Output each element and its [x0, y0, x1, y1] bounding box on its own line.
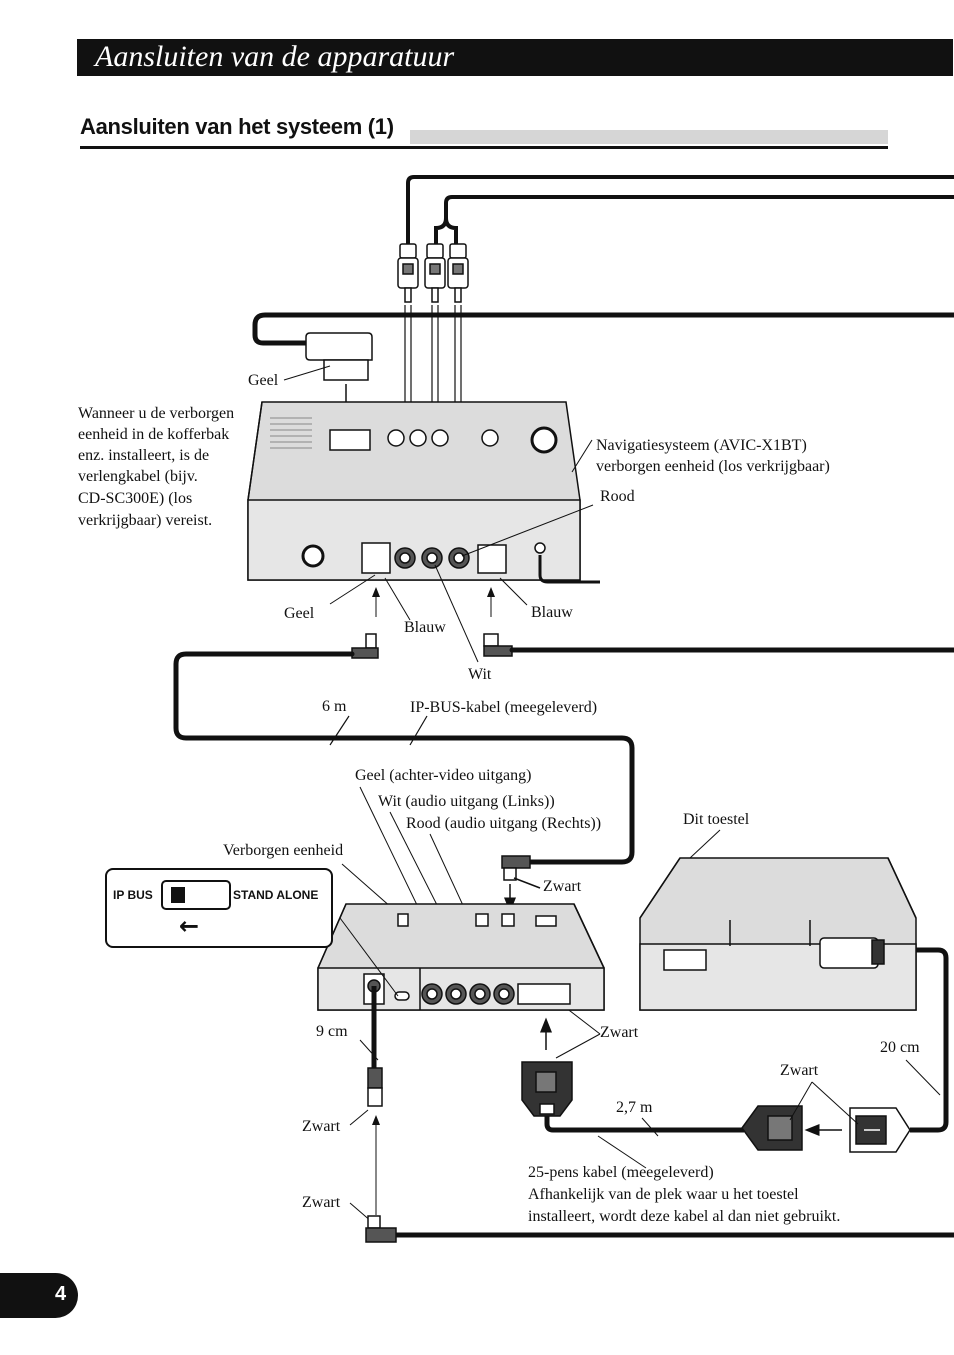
- nav-front-jacks: [301, 542, 546, 574]
- nav-top-jacks: [387, 426, 558, 454]
- left-arrow-icon: ←: [179, 912, 200, 940]
- label-zwart-mid: Zwart: [600, 1024, 639, 1041]
- main-unit: [639, 857, 917, 1011]
- rca-plug-right: [447, 243, 469, 303]
- twenty-cm-cable: [880, 947, 949, 1133]
- extension-note-line: verkrijgbaar) vereist.: [78, 512, 213, 529]
- label-zwart-right: Zwart: [780, 1062, 819, 1079]
- plug-9cm-end: [367, 1067, 383, 1107]
- label-twenty-cm: 20 cm: [880, 1039, 920, 1056]
- cable-tick-marks: [329, 715, 428, 746]
- label-nav-system-line2: verborgen eenheid (los verkrijgbaar): [596, 458, 830, 475]
- label-rood-audio-right: Rood (audio uitgang (Rechts)): [406, 815, 602, 832]
- switch-callout: IP BUS STAND ALONE ←: [105, 868, 333, 948]
- label-zwart-bottom: Zwart: [302, 1194, 341, 1211]
- rca-plug-middle: [424, 243, 446, 303]
- rca-plug-left: [397, 243, 419, 303]
- switch-knob: [171, 887, 185, 903]
- ip-bus-standalone-switch[interactable]: [161, 880, 231, 910]
- hidden-unit-rca-jacks: [421, 983, 515, 1005]
- label-nine-cm: 9 cm: [316, 1023, 348, 1040]
- label-blauw-left: Blauw: [404, 619, 446, 636]
- ip-bus-plug-left: [351, 633, 379, 659]
- page-number: 4: [55, 1283, 67, 1305]
- twenty-five-pin-plug-right: [849, 1107, 911, 1153]
- extension-note-line: CD-SC300E) (los: [78, 490, 193, 507]
- ip-bus-plug-right: [483, 633, 513, 657]
- label-six-m: 6 m: [322, 698, 347, 715]
- label-two-seven-m: 2,7 m: [616, 1099, 653, 1116]
- ip-bus-cable: [173, 647, 954, 865]
- twenty-five-pin-plug-mid: [741, 1105, 842, 1151]
- hidden-unit: [317, 903, 605, 1011]
- label-geel-left: Geel: [284, 605, 315, 622]
- label-geel-video-out: Geel (achter-video uitgang): [355, 767, 532, 784]
- ip-bus-plug-bottom: [501, 855, 541, 913]
- top-cables: [252, 175, 954, 346]
- section-title-band: [410, 130, 888, 144]
- page-number-badge: [0, 1273, 78, 1318]
- extension-note-line: Wanneer u de verborgen: [78, 405, 235, 422]
- label-zwart-left: Zwart: [302, 1118, 341, 1135]
- label-verborgen-eenheid: Verborgen eenheid: [223, 842, 344, 859]
- label-wit: Wit: [468, 666, 492, 683]
- label-wit-audio-left: Wit (audio uitgang (Links)): [378, 793, 555, 810]
- switch-label-ip-bus: IP BUS: [113, 888, 153, 902]
- pin-cable-note-line: Afhankelijk van de plek waar u het toest…: [528, 1186, 799, 1203]
- page-header-title: Aansluiten van de apparatuur: [95, 40, 455, 73]
- nav-pointer-lines: [283, 365, 594, 663]
- label-nav-system-line1: Navigatiesysteem (AVIC-X1BT): [596, 437, 807, 454]
- label-dit-toestel: Dit toestel: [683, 811, 750, 828]
- extension-note-line: eenheid in de kofferbak: [78, 426, 230, 443]
- bottom-plug: [365, 1215, 397, 1243]
- pin-cable-note-line: installeert, wordt deze kabel al dan nie…: [528, 1208, 841, 1225]
- label-blauw-right: Blauw: [531, 604, 573, 621]
- header-bar: [77, 39, 953, 76]
- label-ip-bus-cable: IP-BUS-kabel (meegeleverd): [410, 699, 598, 716]
- section-title-rule: [80, 146, 888, 149]
- extension-note-line: verlengkabel (bijv.: [78, 468, 198, 485]
- switch-label-stand-alone: STAND ALONE: [233, 888, 319, 902]
- label-zwart-top: Zwart: [543, 878, 582, 895]
- twenty-five-pin-plug-left: [521, 1017, 573, 1117]
- label-geel-top: Geel: [248, 372, 279, 389]
- navigation-hidden-unit: [247, 401, 600, 584]
- pin-cable-note-line: 25-pens kabel (meegeleverd): [528, 1164, 714, 1181]
- two-seven-m-cable: [544, 1116, 744, 1133]
- extension-note-line: enz. installeert, is de: [78, 447, 210, 464]
- section-title: Aansluiten van het systeem (1): [80, 114, 394, 139]
- label-rood: Rood: [600, 488, 635, 505]
- rca-plugs: [397, 243, 469, 303]
